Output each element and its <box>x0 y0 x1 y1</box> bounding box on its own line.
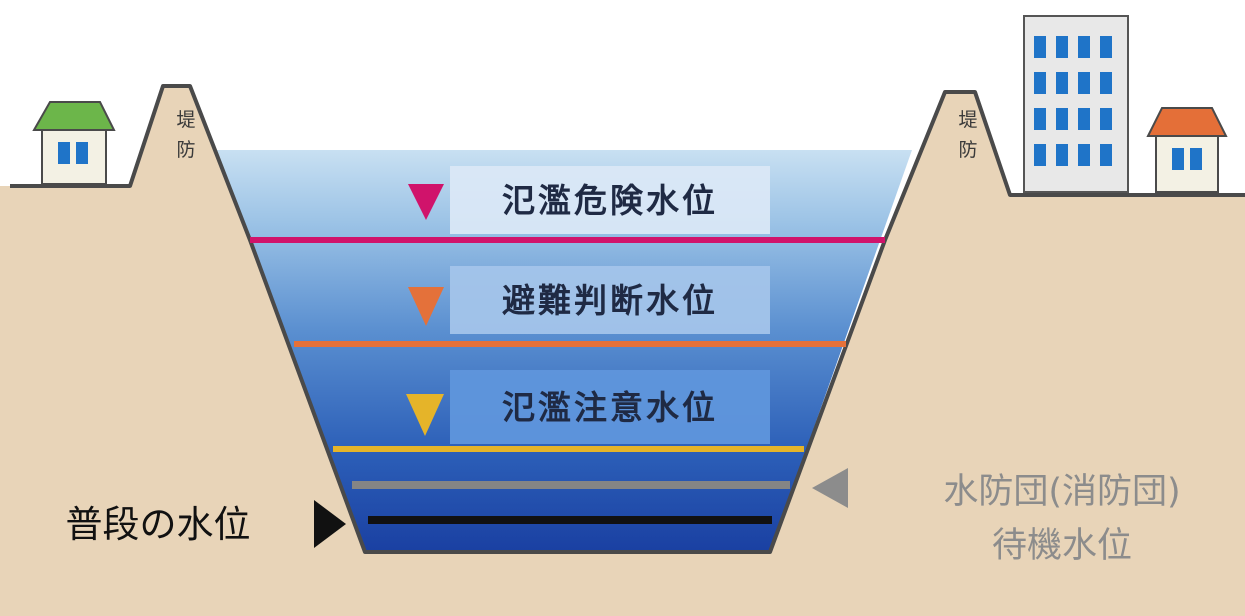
left-arrow-icon <box>812 468 848 508</box>
caution-level-text: 氾濫注意水位 <box>502 388 718 427</box>
ground <box>0 84 1245 616</box>
left-dike-label-2: 防 <box>176 139 195 161</box>
standby-level-text-1: 水防団(消防団) <box>943 472 1180 512</box>
house-right-icon <box>1146 107 1228 193</box>
level-label-danger: 氾濫危険水位 <box>408 166 770 234</box>
evacuation-level-text: 避難判断水位 <box>502 281 718 320</box>
normal-level-text: 普段の水位 <box>66 503 251 546</box>
building-icon <box>1023 15 1129 193</box>
danger-level-text: 氾濫危険水位 <box>502 181 718 220</box>
right-arrow-icon <box>314 500 346 548</box>
down-triangle-icon <box>406 394 444 436</box>
down-triangle-icon <box>408 287 444 326</box>
level-label-caution: 氾濫注意水位 <box>406 370 770 444</box>
level-label-evacuation: 避難判断水位 <box>408 266 770 334</box>
right-dike-label-1: 堤 <box>958 109 977 131</box>
right-dike-label-2: 防 <box>958 139 977 161</box>
water-surface-waves <box>212 132 916 150</box>
left-dike-label-1: 堤 <box>176 109 195 131</box>
house-left-icon <box>32 101 116 185</box>
down-triangle-icon <box>408 184 444 220</box>
standby-level-text-2: 待機水位 <box>992 526 1132 566</box>
